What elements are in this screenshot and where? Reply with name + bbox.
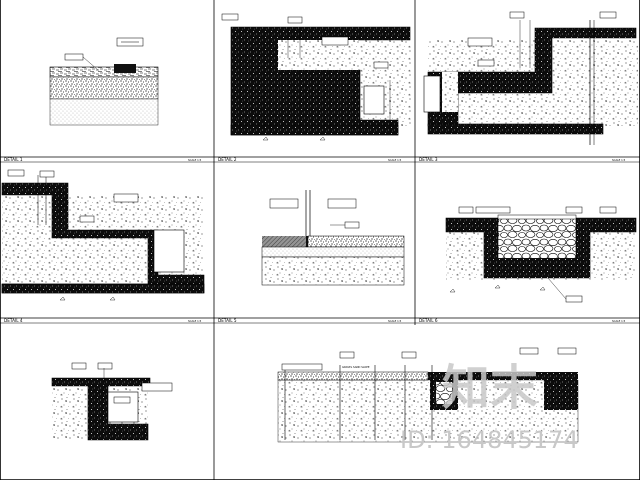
detail-6-drawing bbox=[445, 206, 637, 303]
detail-captions: DETAIL 1 SCALE 1:5 DETAIL 2 SCALE 1:5 DE… bbox=[4, 157, 626, 369]
detail-1-scale: SCALE 1:5 bbox=[188, 158, 202, 162]
detail-3-scale: SCALE 1:5 bbox=[612, 158, 626, 162]
detail-4-drawing bbox=[1, 169, 205, 301]
detail-5-scale: SCALE 1:5 bbox=[388, 319, 402, 323]
watermark-brand: 知末 bbox=[442, 360, 538, 416]
detail-8-drawing bbox=[277, 347, 579, 443]
detail-4-scale: SCALE 1:5 bbox=[188, 319, 202, 323]
detail-4-caption: DETAIL 4 bbox=[4, 318, 23, 323]
detail-3-drawing bbox=[423, 11, 638, 145]
detail-8-slope-note: GRAVEL SAND SLOPE bbox=[342, 365, 370, 369]
watermark-id: ID: 164845174 bbox=[400, 426, 579, 454]
detail-6-scale: SCALE 1:5 bbox=[612, 319, 626, 323]
detail-3-caption: DETAIL 3 bbox=[419, 157, 438, 162]
detail-1-caption: DETAIL 1 bbox=[4, 157, 23, 162]
detail-6-caption: DETAIL 6 bbox=[419, 318, 438, 323]
detail-5-caption: DETAIL 5 bbox=[218, 318, 237, 323]
detail-2-scale: SCALE 1:5 bbox=[388, 158, 402, 162]
detail-7-drawing bbox=[51, 362, 173, 441]
detail-2-caption: DETAIL 2 bbox=[218, 157, 237, 162]
detail-5-drawing bbox=[261, 190, 405, 286]
detail-2-drawing bbox=[221, 13, 411, 141]
watermark: 知末 ID: 164845174 bbox=[400, 360, 579, 454]
detail-1-drawing bbox=[49, 37, 159, 126]
